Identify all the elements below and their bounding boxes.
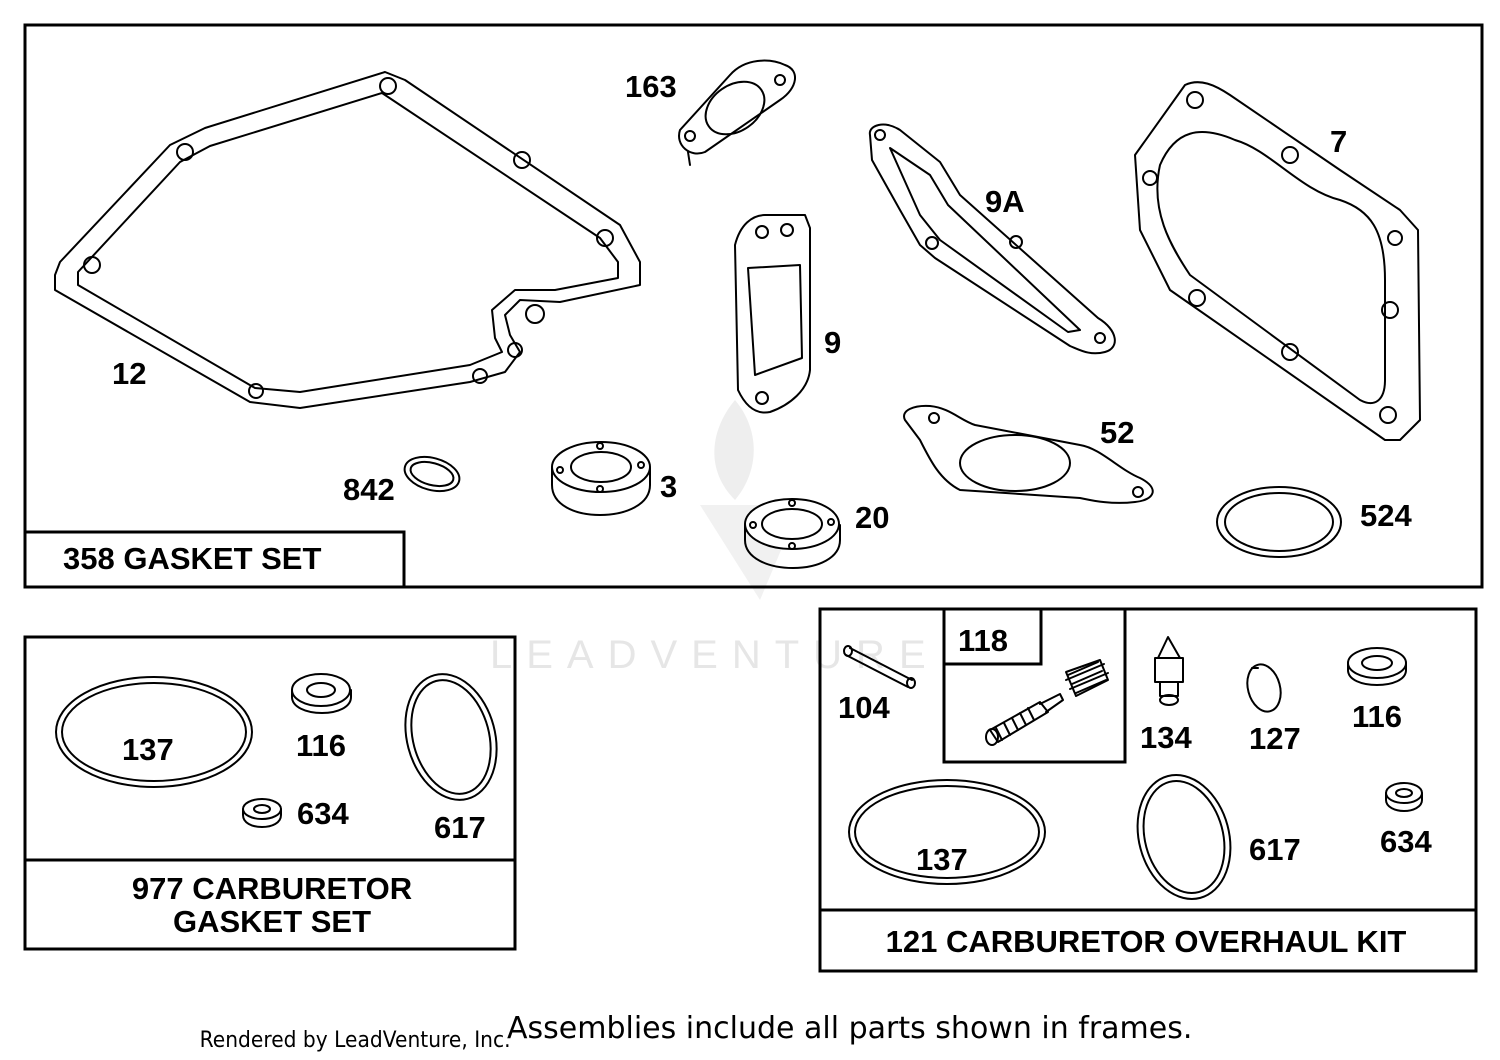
label-842: 842 [343,472,395,507]
washer-k116-icon [1347,647,1407,686]
gasket-52-icon [903,404,1154,504]
footer-note: Assemblies include all parts shown in fr… [507,1011,1192,1046]
label-c617: 617 [434,810,486,845]
carb-gasket-set-frame: 977 CARBURETOR GASKET SET [23,635,517,951]
label-k617: 617 [1249,832,1301,867]
label-k137: 137 [916,842,968,877]
gasket-set-title: 358 GASKET SET [63,541,321,576]
washer-k634-icon [1385,782,1423,812]
washer-634-icon [242,798,282,828]
pin-104-icon [843,645,916,689]
label-k634: 634 [1380,824,1432,859]
label-k104: 104 [838,690,890,725]
overhaul-kit-title: 121 CARBURETOR OVERHAUL KIT [886,924,1407,959]
gasket-9-icon [734,214,811,414]
label-118: 118 [958,623,1008,658]
seal-842-icon [403,455,461,493]
label-524: 524 [1360,498,1412,533]
label-9a: 9A [985,184,1025,219]
watermark: LEADVENTURE [490,400,940,677]
gasket-set-frame: 358 GASKET SET [23,23,1484,589]
label-c634: 634 [297,796,349,831]
ring-k137-icon [848,779,1046,885]
label-9: 9 [824,325,841,360]
washer-116-icon [291,673,352,714]
gasket-524-icon [1216,486,1342,558]
label-c116: 116 [296,728,346,763]
label-52: 52 [1100,415,1134,450]
watermark-text: LEADVENTURE [490,633,940,677]
ring-k617-icon [1136,774,1232,900]
label-k127: 127 [1249,721,1301,756]
label-12: 12 [112,356,146,391]
overhaul-kit-frame: 121 CARBURETOR OVERHAUL KIT 118 [818,607,1478,973]
oil-seal-3-icon [551,441,651,516]
label-c137: 137 [122,732,174,767]
gasket-9a-icon [868,123,1116,355]
label-7: 7 [1330,124,1347,159]
plug-127-icon [1246,663,1282,713]
gasket-7-icon [1134,81,1421,441]
label-k134: 134 [1140,720,1192,755]
carb-gasket-set-title-line2: GASKET SET [173,904,371,939]
oil-seal-20-icon [744,498,841,569]
carb-gasket-set-title-line1: 977 CARBURETOR [132,871,412,906]
mixture-screw-118-icon [985,659,1109,746]
label-3: 3 [660,469,677,504]
label-20: 20 [855,500,889,535]
needle-134-icon [1154,636,1184,706]
gasket-12-icon [54,71,641,409]
footer-credit: Rendered by LeadVenture, Inc. [200,1026,511,1052]
label-163: 163 [625,69,677,104]
ring-617-icon [404,673,498,801]
ring-137-icon [55,676,253,788]
label-k116: 116 [1352,699,1402,734]
gasket-163-icon [678,59,796,166]
